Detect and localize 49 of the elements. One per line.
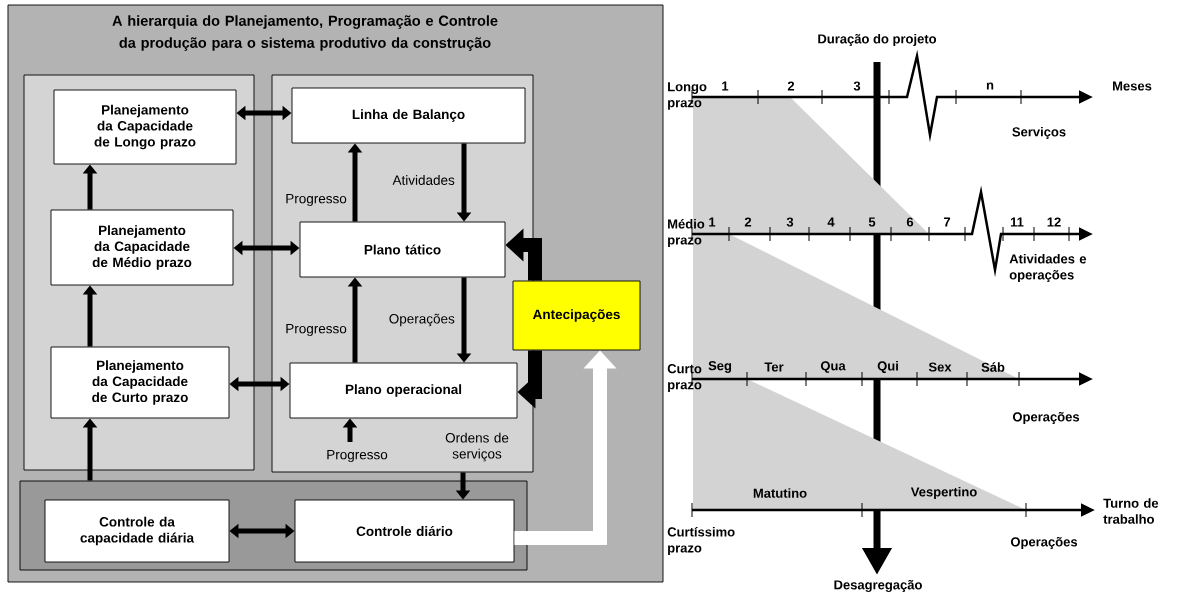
- highlight-box: Antecipações: [512, 280, 641, 351]
- process-box: Controle diário: [294, 499, 515, 563]
- tick-label: 1: [722, 81, 729, 91]
- tick-label: Sex: [928, 362, 952, 372]
- axis-label: Turno de trabalho: [1103, 498, 1159, 524]
- edge-label: Ordens de serviços: [445, 432, 509, 462]
- axis-label: Operações: [1010, 537, 1078, 550]
- edge-label: Progresso: [327, 449, 388, 463]
- panel-title: A hierarquia do Planejamento, Programação e Controle da produção para o sistema produtivo da construção: [112, 15, 498, 51]
- tick-label: Qua: [820, 361, 846, 373]
- tick-label: n: [986, 82, 994, 90]
- scale-label: Curto prazo: [667, 364, 702, 392]
- tick-label: 2: [787, 81, 795, 91]
- edge-label: Progresso: [286, 323, 347, 337]
- tick-label: Matutino: [753, 488, 807, 498]
- process-box: Controle da capacidade diária: [44, 499, 230, 563]
- tick-label: 5: [868, 217, 876, 227]
- edge-label: Progresso: [286, 193, 347, 207]
- scale-label: Longo prazo: [668, 82, 707, 110]
- tick-label: 3: [853, 81, 861, 91]
- tick-label: 12: [1047, 217, 1061, 227]
- tick-label: Qui: [877, 361, 898, 373]
- axis-label: Operações: [1012, 412, 1080, 425]
- tick-label: 4: [827, 217, 835, 227]
- axis-label: Serviços: [1012, 126, 1066, 140]
- tick-label: 11: [1010, 217, 1024, 227]
- process-box: Planejamento da Capacidade de Longo prazo: [53, 89, 237, 165]
- process-box: Plano tático: [299, 221, 506, 278]
- tick-label: 3: [786, 217, 794, 227]
- edge-label: Operações: [389, 313, 455, 327]
- axis-label: Meses: [1113, 81, 1152, 91]
- tick-label: Seg: [708, 361, 732, 373]
- scale-label: Médio prazo: [668, 218, 705, 248]
- tick-label: 2: [744, 217, 752, 227]
- process-box: Planejamento da Capacidade de Médio prazo: [50, 209, 234, 286]
- tick-label: Sáb: [981, 362, 1005, 372]
- tick-label: 6: [906, 217, 914, 227]
- process-box: Linha de Balanço: [291, 87, 526, 144]
- tick-label: Vespertino: [910, 486, 977, 500]
- process-box: Planejamento da Capacidade de Curto prazo: [50, 346, 230, 419]
- edge-label: Atividades: [392, 175, 455, 185]
- tick-label: 1: [709, 217, 716, 227]
- arrow-label: Desagregação: [834, 579, 922, 593]
- tick-label: 7: [943, 217, 951, 227]
- process-box: Plano operacional: [289, 362, 518, 419]
- tick-label: Ter: [764, 362, 784, 372]
- axis-label: Atividades e operações: [1009, 253, 1087, 283]
- timeline-title: Duração do projeto: [818, 33, 937, 47]
- scale-label: Curtíssimo prazo: [667, 526, 735, 556]
